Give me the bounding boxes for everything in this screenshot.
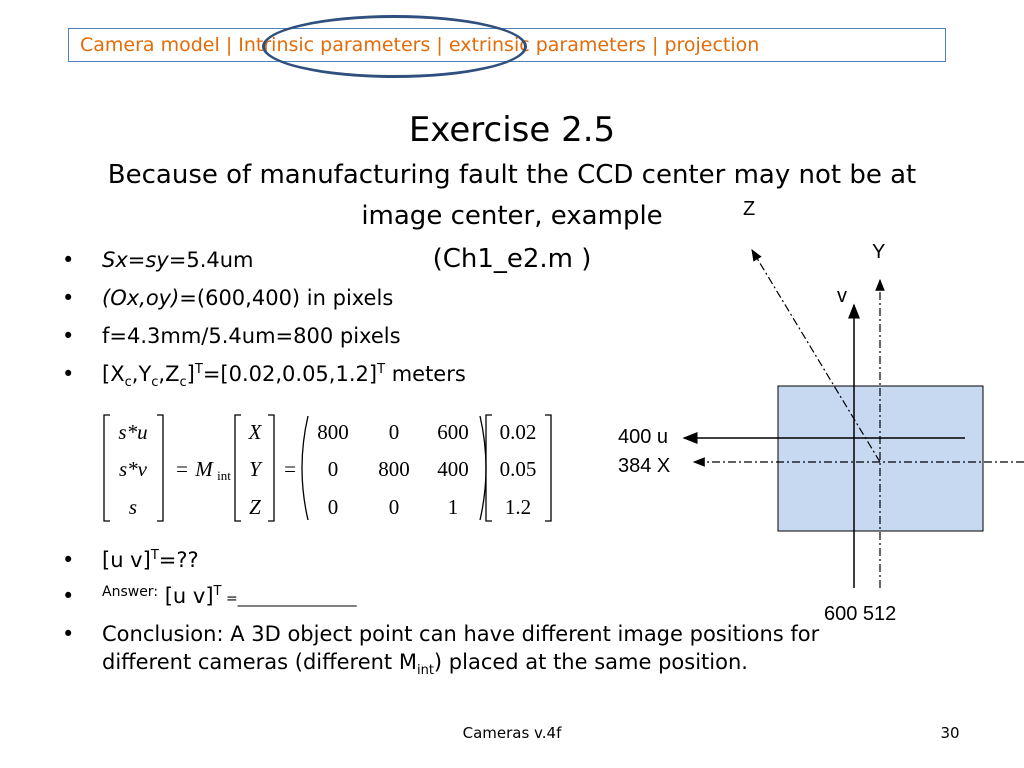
m-symbol: M [194, 457, 214, 481]
bullet-question: [u v]T=?? [62, 548, 819, 584]
ccd-diagram: Z Y v 400 u 384 X 600 512 [618, 198, 1024, 625]
m-23: 400 [437, 457, 469, 481]
bullet-conclusion: Conclusion: A 3D object point can have d… [62, 622, 819, 677]
bullet-answer: Answer: [u v]T =_________________ [62, 584, 819, 622]
lhs-su: s*u [118, 420, 147, 444]
nav-separator: | [651, 34, 659, 56]
m-12: 0 [389, 420, 400, 444]
vec-x-val: 0.02 [500, 420, 537, 444]
nav-camera-model[interactable]: Camera model [80, 34, 220, 56]
bullet-list-bottom: [u v]T=?? Answer: [u v]T =______________… [62, 548, 819, 677]
vec-Z: Z [249, 495, 261, 519]
m-13: 600 [437, 420, 469, 444]
bullet-focal-length: f=4.3mm/5.4um=800 pixels [62, 324, 466, 362]
v-label: v [837, 285, 847, 307]
lhs-sv: s*v [119, 457, 148, 481]
vec-Y: Y [249, 457, 263, 481]
bottom-label: 600 512 [824, 603, 896, 625]
subtitle-line-2: image center, example [361, 201, 663, 231]
equals-2: = [284, 457, 296, 481]
m-33: 1 [448, 495, 459, 519]
nav-separator: | [225, 34, 233, 56]
x-label: 384 X [618, 455, 670, 477]
vec-y-val: 0.05 [500, 457, 537, 481]
z-axis [751, 248, 881, 463]
highlight-oval [262, 15, 527, 78]
z-label: Z [743, 198, 755, 220]
y-label: Y [872, 241, 885, 263]
slide-title: Exercise 2.5 [408, 110, 616, 150]
bullet-pixel-size: Sx=sy=5.4um [62, 248, 466, 286]
m-31: 0 [328, 495, 339, 519]
footer-text: Cameras v.4f [462, 724, 562, 742]
m-32: 0 [389, 495, 400, 519]
bullet-list-top: Sx=sy=5.4um (Ox,oy)=(600,400) in pixels … [62, 248, 466, 400]
vec-z-val: 1.2 [505, 495, 531, 519]
u-label: 400 u [618, 426, 668, 448]
matrix-equation: s*u s*v s = M int X Y Z = 800 0 600 0 80… [103, 414, 552, 522]
lhs-s: s [129, 495, 137, 519]
m-11: 800 [317, 420, 349, 444]
m-subscript: int [217, 468, 231, 483]
vec-X: X [248, 420, 263, 444]
m-21: 0 [328, 457, 339, 481]
equals-1: = [176, 457, 188, 481]
subtitle-line-1: Because of manufacturing fault the CCD c… [107, 160, 917, 190]
nav-projection[interactable]: projection [664, 34, 760, 56]
m-22: 800 [378, 457, 410, 481]
bullet-camera-point: [Xc,Yc,Zc]T=[0.02,0.05,1.2]T meters [62, 362, 466, 400]
bullet-optical-center: (Ox,oy)=(600,400) in pixels [62, 286, 466, 324]
page-number: 30 [940, 724, 960, 742]
